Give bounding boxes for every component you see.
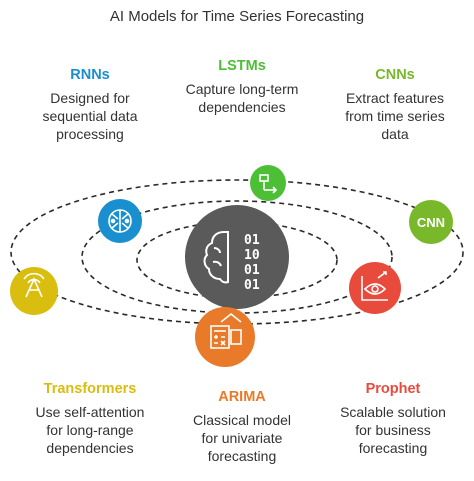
rnns-heading: RNNs [70,67,110,83]
brain-binary-icon [203,230,229,284]
orbit-inner [136,221,338,299]
orbit-outer [10,179,464,325]
label-rnns: RNNs Designed for sequential data proces… [20,67,160,143]
arima-heading: ARIMA [218,389,266,405]
prophet-heading: Prophet [365,381,421,397]
cnns-desc-line: from time series [345,108,445,124]
transformers-description: Use self-attention for long-range depend… [15,403,165,457]
node-arima[interactable] [195,307,255,367]
binary-row: 01 [244,233,260,248]
node-transformers[interactable] [10,267,58,315]
label-lstms: LSTMs Capture long-term dependencies [167,58,317,116]
calculator-house-icon [210,312,242,349]
brain-network-icon [108,209,132,233]
rnns-desc-line: Designed for [50,90,130,106]
label-transformers: Transformers Use self-attention for long… [15,381,165,457]
lstms-description: Capture long-term dependencies [167,80,317,116]
arima-desc-line: forecasting [207,448,277,464]
signal-a-icon [23,272,45,298]
node-prophet[interactable] [349,262,401,314]
cnns-heading: CNNs [375,67,415,83]
arima-desc-line: Classical model [192,412,292,428]
rnns-description: Designed for sequential data processing [20,89,160,143]
node-rnns[interactable] [98,199,142,243]
prophet-desc-line: for business [355,422,431,438]
transformers-desc-line: dependencies [46,440,134,456]
rnns-desc-line: sequential data [42,108,138,124]
lstms-desc-line: Capture long-term [185,81,299,97]
prophet-description: Scalable solution for business forecasti… [318,403,468,457]
arima-description: Classical model for univariate forecasti… [167,411,317,465]
cnns-desc-line: data [381,126,409,142]
prophet-desc-line: forecasting [358,440,428,456]
label-prophet: Prophet Scalable solution for business f… [318,381,468,457]
node-lstms[interactable] [250,165,286,201]
label-arima: ARIMA Classical model for univariate for… [167,389,317,465]
rnns-desc-line: processing [56,126,124,142]
cnn-logo-icon: CNN [417,215,445,230]
cnns-desc-line: Extract features [345,90,445,106]
binary-row: 10 [244,248,260,263]
transformers-desc-line: Use self-attention [35,404,145,420]
binary-row: 01 [244,278,260,293]
diagram-title: AI Models for Time Series Forecasting [109,8,365,25]
prophet-desc-line: Scalable solution [340,404,446,420]
binary-row: 01 [244,263,260,278]
arima-desc-line: for univariate [201,430,283,446]
transformers-desc-line: for long-range [46,422,134,438]
eye-chart-icon [361,271,388,301]
flowchart-icon [259,174,278,194]
node-cnns[interactable]: CNN [409,200,453,244]
label-cnns: CNNs Extract features from time series d… [320,67,470,143]
lstms-heading: LSTMs [218,58,266,74]
center-node: 01 10 01 01 [185,205,289,309]
cnns-description: Extract features from time series data [320,89,470,143]
transformers-heading: Transformers [43,381,137,397]
lstms-desc-line: dependencies [198,99,286,115]
